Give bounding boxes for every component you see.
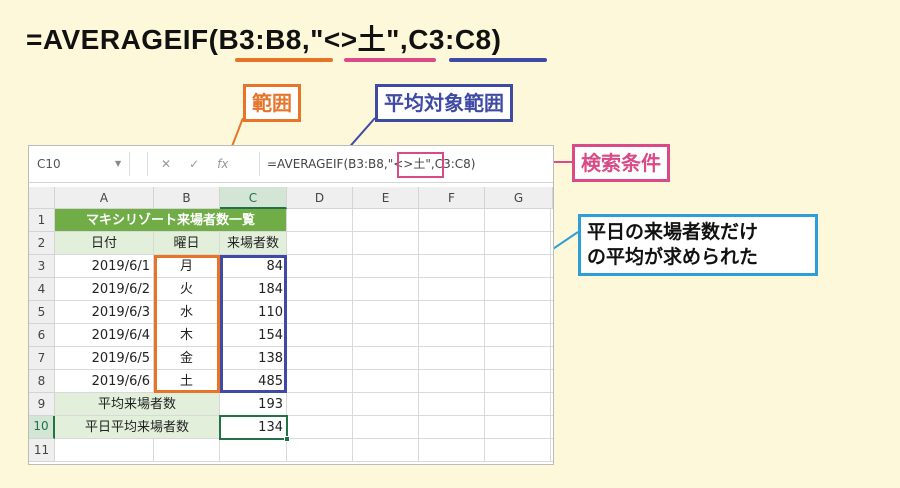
fill-handle[interactable] xyxy=(284,436,290,442)
row-header[interactable]: 1 xyxy=(29,209,55,232)
chevron-down-icon[interactable]: ▼ xyxy=(115,159,122,168)
formula-arg-criteria: "<>土" xyxy=(310,24,400,55)
empty-cells-area[interactable] xyxy=(287,209,553,462)
cell-date[interactable]: 2019/6/6 xyxy=(55,370,154,393)
header-count[interactable]: 来場者数 xyxy=(220,232,287,255)
result-note-line2: の平均が求められた xyxy=(587,246,759,268)
formula-arg-avg-range: C3:C8 xyxy=(408,24,492,55)
avg-range-highlight xyxy=(220,255,287,393)
formula-input[interactable]: =AVERAGEIF(B3:B8,"<>土",C3:C8) xyxy=(267,157,476,171)
column-header-c[interactable]: C xyxy=(220,187,287,209)
criteria-underline xyxy=(344,58,436,62)
empty-cell[interactable] xyxy=(154,439,220,462)
spreadsheet-window: C10 ▼ ✕✓fx =AVERAGEIF(B3:B8,"<>土",C3:C8)… xyxy=(28,145,554,465)
table-title[interactable]: マキシリゾート来場者数一覧 xyxy=(55,209,287,232)
divider xyxy=(129,152,130,176)
formula-title: =AVERAGEIF(B3:B8,"<>土",C3:C8) xyxy=(26,18,501,58)
row-header[interactable]: 4 xyxy=(29,278,55,301)
avg-value[interactable]: 193 xyxy=(220,393,287,416)
result-note-line1: 平日の来場者数だけ xyxy=(587,221,759,243)
column-header-a[interactable]: A xyxy=(55,187,154,209)
avg-range-underline xyxy=(449,58,547,62)
cell-date[interactable]: 2019/6/2 xyxy=(55,278,154,301)
row-header[interactable]: 11 xyxy=(29,439,55,462)
formula-bar: C10 ▼ ✕ ✓ fx =AVERAGEIF(B3:B8,"<>土",C3:C8) xyxy=(29,146,553,183)
header-date[interactable]: 日付 xyxy=(55,232,154,255)
formula-prefix: =AVERAGEIF( xyxy=(26,24,219,55)
weekday-avg-label[interactable]: 平日平均来場者数 xyxy=(55,416,220,439)
check-icon[interactable]: ✓ xyxy=(189,157,200,171)
formula-comma: , xyxy=(301,24,311,55)
empty-cell[interactable] xyxy=(55,439,154,462)
criteria-highlight xyxy=(397,152,444,178)
range-callout: 範囲 xyxy=(243,84,301,122)
formula-arg-range: B3:B8 xyxy=(218,24,302,55)
row-header[interactable]: 7 xyxy=(29,347,55,370)
range-underline xyxy=(235,58,333,62)
criteria-callout: 検索条件 xyxy=(572,144,670,182)
avg-label[interactable]: 平均来場者数 xyxy=(55,393,220,416)
divider xyxy=(147,152,148,176)
formula-comma: , xyxy=(399,24,409,55)
fx-icon[interactable]: fx xyxy=(217,157,229,171)
header-day[interactable]: 曜日 xyxy=(154,232,220,255)
active-cell-selection xyxy=(219,415,288,440)
cell-date[interactable]: 2019/6/3 xyxy=(55,301,154,324)
avg-range-callout: 平均対象範囲 xyxy=(375,84,513,122)
divider xyxy=(259,152,260,176)
cancel-icon[interactable]: ✕ xyxy=(161,157,172,171)
row-header[interactable]: 9 xyxy=(29,393,55,416)
column-header-e[interactable]: E xyxy=(353,187,419,209)
cell-date[interactable]: 2019/6/4 xyxy=(55,324,154,347)
formula-icons: ✕ ✓ fx xyxy=(161,153,246,175)
row-header[interactable]: 5 xyxy=(29,301,55,324)
row-header[interactable]: 6 xyxy=(29,324,55,347)
formula-suffix: ) xyxy=(491,24,502,55)
column-header-b[interactable]: B xyxy=(154,187,220,209)
empty-cell[interactable] xyxy=(220,439,287,462)
column-header-d[interactable]: D xyxy=(287,187,353,209)
range-highlight xyxy=(154,255,220,393)
row-header[interactable]: 2 xyxy=(29,232,55,255)
row-header[interactable]: 10 xyxy=(29,416,55,439)
cell-date[interactable]: 2019/6/5 xyxy=(55,347,154,370)
column-header-g[interactable]: G xyxy=(485,187,553,209)
cell-date[interactable]: 2019/6/1 xyxy=(55,255,154,278)
row-header[interactable]: 3 xyxy=(29,255,55,278)
column-header-f[interactable]: F xyxy=(419,187,485,209)
result-note: 平日の来場者数だけ の平均が求められた xyxy=(578,214,818,276)
row-header[interactable]: 8 xyxy=(29,370,55,393)
name-box[interactable]: C10 xyxy=(37,157,61,171)
select-all-corner[interactable] xyxy=(29,187,55,209)
